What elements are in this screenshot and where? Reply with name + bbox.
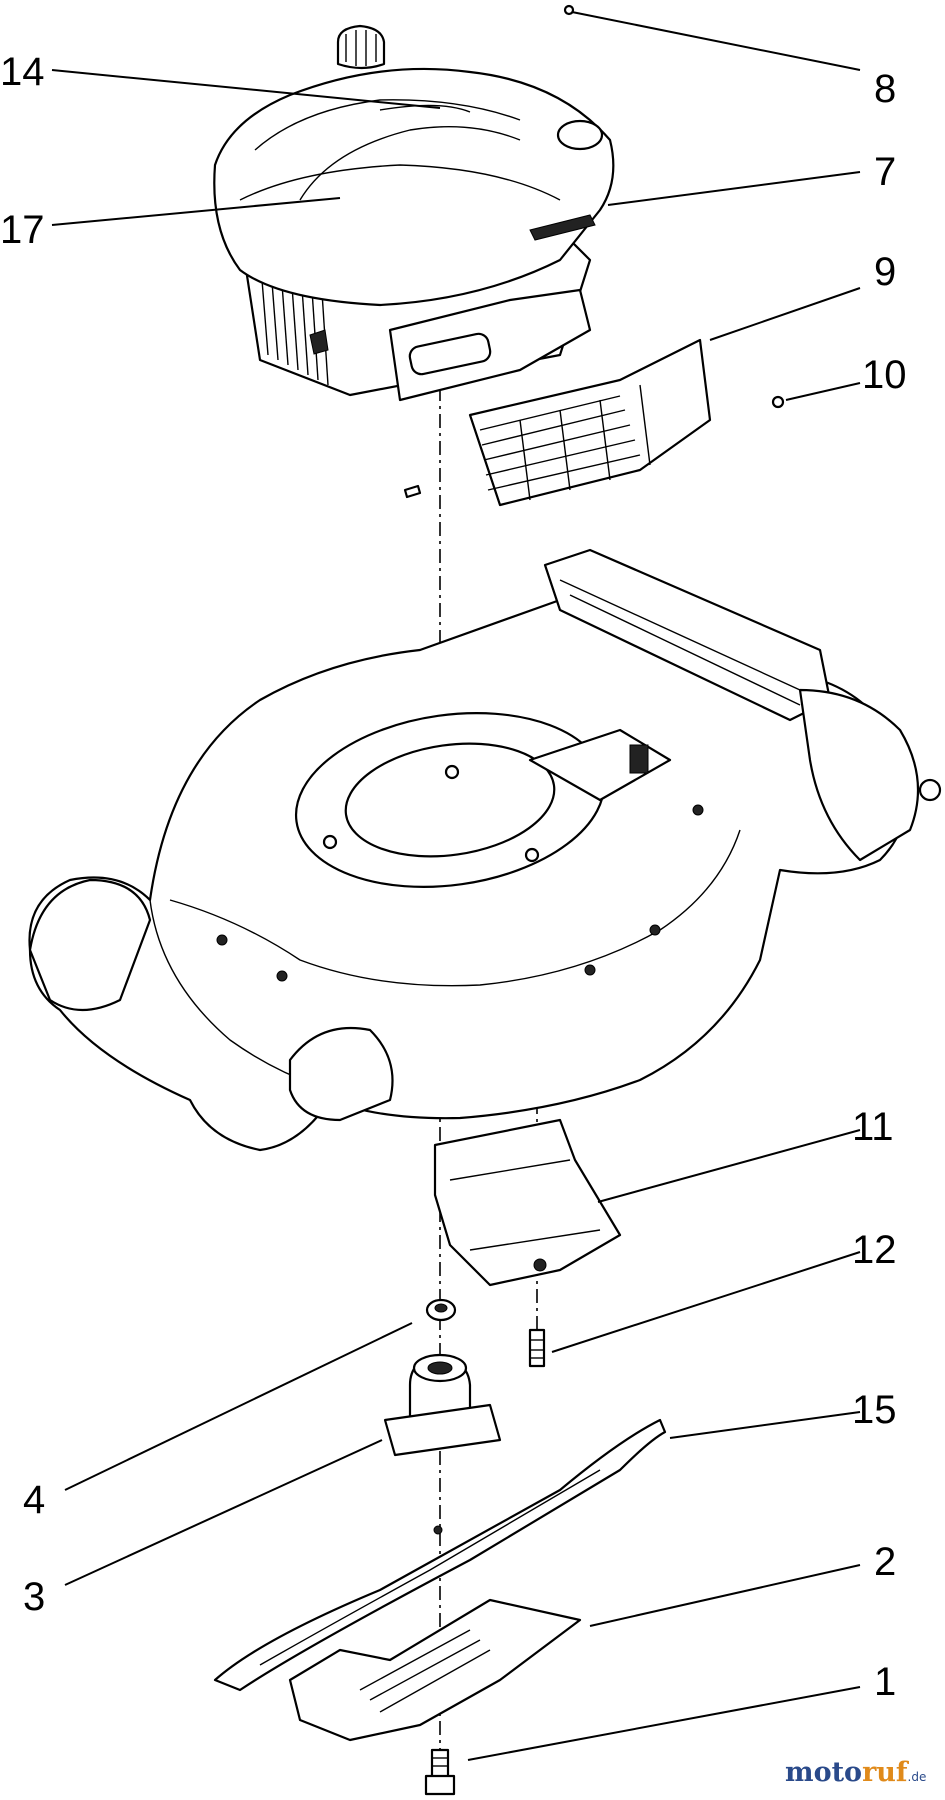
blade-adapter	[383, 1353, 502, 1457]
callout-15: 15	[852, 1388, 897, 1432]
callout-4: 4	[23, 1478, 45, 1522]
callout-10: 10	[862, 353, 907, 397]
lower-baffle	[288, 1598, 582, 1742]
watermark-part-1: moto	[785, 1757, 863, 1788]
leader-lines	[51, 11, 861, 1761]
mower-deck	[28, 548, 942, 1152]
callout-3: 3	[23, 1575, 45, 1619]
baffle-bolt	[528, 1328, 546, 1368]
callout-12: 12	[852, 1228, 897, 1272]
screw-parts	[403, 4, 785, 499]
mower-blade	[213, 1418, 667, 1692]
blade-washer	[425, 1298, 457, 1322]
watermark-logo: motoruf.de	[785, 1757, 926, 1788]
engine-assembly	[213, 24, 615, 402]
callout-11: 11	[852, 1105, 894, 1149]
callout-17: 17	[0, 208, 45, 252]
watermark-part-2: ruf	[862, 1757, 908, 1788]
callout-2: 2	[874, 1540, 896, 1584]
blade-bolt	[424, 1748, 456, 1796]
callout-7: 7	[874, 150, 896, 194]
deck-baffle	[433, 1118, 622, 1287]
muffler-guard	[468, 338, 712, 507]
callout-9: 9	[874, 250, 896, 294]
callout-14: 14	[0, 50, 45, 94]
callout-8: 8	[874, 67, 896, 111]
callout-1: 1	[874, 1660, 896, 1704]
watermark-part-3: .de	[907, 1770, 927, 1784]
